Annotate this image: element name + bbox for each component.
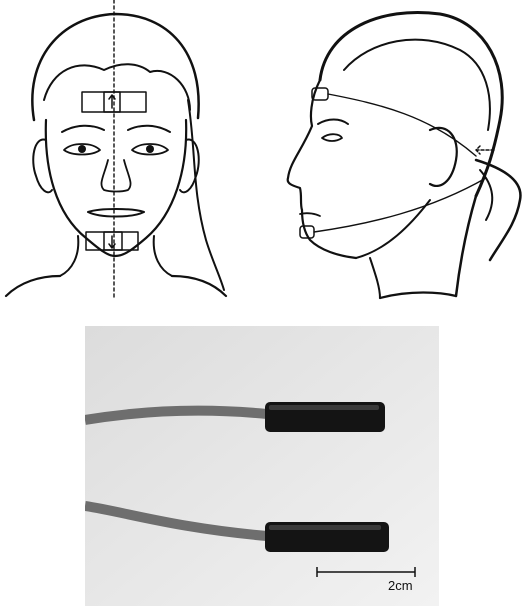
- right-eyebrow: [128, 126, 170, 132]
- neck-front: [370, 258, 380, 298]
- collar: [380, 293, 456, 299]
- cable-bundle: [476, 160, 520, 260]
- eyebrow: [318, 120, 348, 125]
- hair-inner: [344, 40, 490, 130]
- front-view-illustration: [0, 0, 230, 300]
- mouth: [88, 209, 144, 217]
- eye: [322, 134, 342, 141]
- upper-sensor-highlight: [269, 405, 379, 410]
- side-view-illustration: [280, 0, 526, 300]
- hair-outline: [32, 14, 198, 120]
- neck-back: [456, 196, 476, 296]
- chin-strap: [314, 178, 486, 232]
- photo-background: [85, 326, 439, 606]
- nose: [101, 160, 130, 192]
- left-eyebrow: [62, 126, 104, 132]
- ear: [430, 128, 457, 186]
- right-pupil: [146, 145, 154, 153]
- face-outline: [46, 120, 186, 256]
- sensor-photo: [85, 326, 439, 606]
- shoulders: [6, 276, 226, 296]
- lower-sensor-highlight: [269, 525, 381, 530]
- left-pupil: [78, 145, 86, 153]
- scale-bar-label: 2cm: [388, 578, 413, 593]
- cable-bundle-2: [480, 170, 492, 220]
- head-strap-cable: [188, 100, 224, 290]
- forehead-strap: [328, 94, 476, 156]
- hairline: [44, 64, 190, 110]
